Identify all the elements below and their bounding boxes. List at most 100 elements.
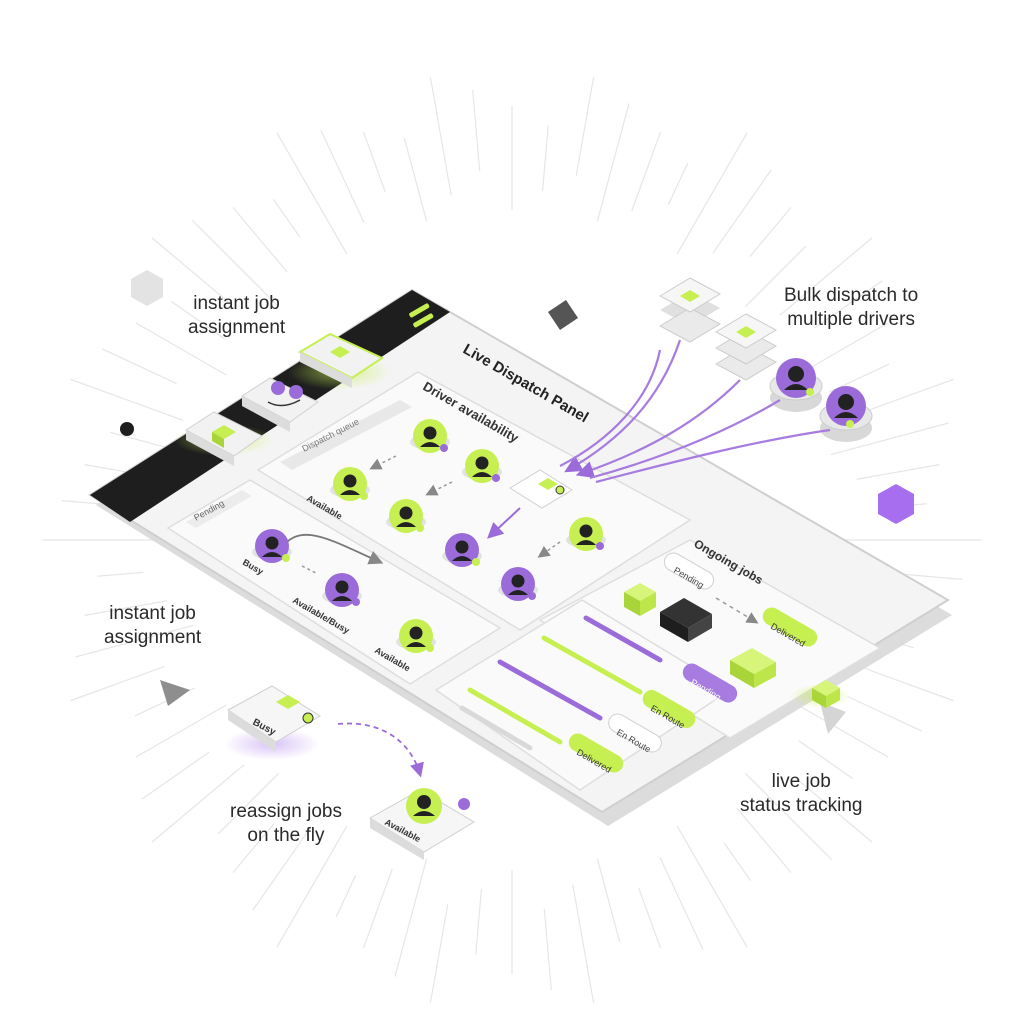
bulk-driver-stack-2[interactable] xyxy=(819,386,873,442)
assignment-arrow-purple xyxy=(487,507,521,539)
ray xyxy=(362,131,387,193)
hexagon-decor-grey xyxy=(131,270,163,306)
avatar-head xyxy=(579,524,593,538)
ray xyxy=(596,103,630,222)
ray xyxy=(151,237,229,303)
ray xyxy=(712,169,772,254)
avatar-body xyxy=(406,642,426,647)
ray xyxy=(744,772,833,861)
triangle-decor-grey xyxy=(160,680,190,706)
bulk-package-stack-2[interactable] xyxy=(714,313,778,381)
ray xyxy=(856,464,940,480)
avatar-body xyxy=(576,540,596,545)
ray xyxy=(232,207,288,273)
driver-avatar[interactable] xyxy=(396,619,436,653)
truck-icon-lime xyxy=(730,648,776,688)
driver-avatar[interactable] xyxy=(322,573,362,607)
caption-live-tracking: live job status tracking xyxy=(740,771,863,816)
avatar-head xyxy=(265,536,279,550)
ray xyxy=(779,237,873,316)
ray xyxy=(75,624,194,658)
ray xyxy=(217,772,280,835)
ray xyxy=(667,162,689,205)
ray xyxy=(572,884,595,1003)
status-dot xyxy=(528,592,536,600)
package-assign-card[interactable] xyxy=(509,469,573,509)
avatar-head xyxy=(409,626,423,640)
ray xyxy=(170,300,226,340)
ray xyxy=(475,888,483,955)
ray xyxy=(276,132,348,255)
pending-tab[interactable] xyxy=(186,490,252,528)
job-tile-location[interactable] xyxy=(241,377,319,432)
caption-instant-job-left: instant job assignment xyxy=(104,603,202,648)
driver-avatar[interactable] xyxy=(566,517,606,551)
avatar-body xyxy=(452,556,472,561)
ray xyxy=(676,825,748,948)
dispatch-queue-input[interactable] xyxy=(280,400,412,470)
ray xyxy=(744,245,807,308)
bulk-dispatch-lines xyxy=(559,339,831,484)
ray xyxy=(429,904,449,1003)
avatar-head xyxy=(475,456,489,470)
job-status-bars xyxy=(459,615,663,751)
ray xyxy=(797,322,889,376)
menu-icon-bar-2 xyxy=(413,313,434,328)
avatar-head xyxy=(511,574,525,588)
ray xyxy=(70,665,165,702)
job-tile-assign[interactable] xyxy=(288,332,392,390)
floating-busy-card[interactable]: Busy xyxy=(224,685,321,760)
ray xyxy=(272,198,301,238)
package-icon-edge xyxy=(790,680,850,708)
ray xyxy=(814,280,883,329)
ray xyxy=(232,823,275,873)
ray xyxy=(429,77,452,196)
driver-avatar[interactable] xyxy=(330,467,370,501)
driver-avatar[interactable] xyxy=(252,529,292,563)
ray xyxy=(84,600,168,616)
avatar-head xyxy=(335,580,349,594)
ray xyxy=(659,856,704,950)
driver-avatar[interactable] xyxy=(442,533,482,567)
menu-icon-bar-1 xyxy=(409,303,430,318)
radiating-rays xyxy=(42,77,982,1003)
floating-available-card[interactable]: Available xyxy=(369,788,475,860)
driver-avatar[interactable] xyxy=(410,419,450,453)
caption-instant-job-top: instant job assignment xyxy=(188,293,286,338)
driver-arrows xyxy=(301,455,561,575)
avatar-head xyxy=(455,540,469,554)
avatar-body xyxy=(340,490,360,495)
ray xyxy=(736,807,792,873)
bulk-driver-stack-1[interactable] xyxy=(769,358,823,412)
driver-avatar[interactable] xyxy=(498,567,538,601)
ray xyxy=(543,908,552,991)
ray xyxy=(252,826,312,911)
driver-avatar[interactable] xyxy=(462,449,502,483)
ray xyxy=(102,348,177,385)
bulk-package-stack-1[interactable] xyxy=(658,277,722,343)
status-dot xyxy=(472,558,480,566)
ray xyxy=(394,858,428,977)
ray xyxy=(575,77,595,176)
ray xyxy=(859,378,954,415)
ray xyxy=(676,132,748,255)
avatar-body xyxy=(262,552,282,557)
caption-bulk-dispatch: Bulk dispatch to multiple drivers xyxy=(784,285,919,330)
avatar-head xyxy=(399,506,413,520)
driver-avatar[interactable] xyxy=(386,499,426,533)
ray xyxy=(320,130,365,224)
ray xyxy=(403,138,428,222)
status-dot xyxy=(282,554,290,562)
avatar-body xyxy=(396,522,416,527)
reassign-dashed-arrow xyxy=(337,722,424,778)
hexagon-decor-purple xyxy=(878,484,914,524)
job-tile-package[interactable] xyxy=(174,411,274,466)
driver-availability-card xyxy=(256,371,692,631)
dot-decor-black xyxy=(120,422,134,436)
ray xyxy=(362,868,393,949)
ray xyxy=(541,125,549,192)
ray xyxy=(637,887,662,949)
driver-avatars xyxy=(252,419,606,653)
truck-icon-dark xyxy=(660,598,712,642)
